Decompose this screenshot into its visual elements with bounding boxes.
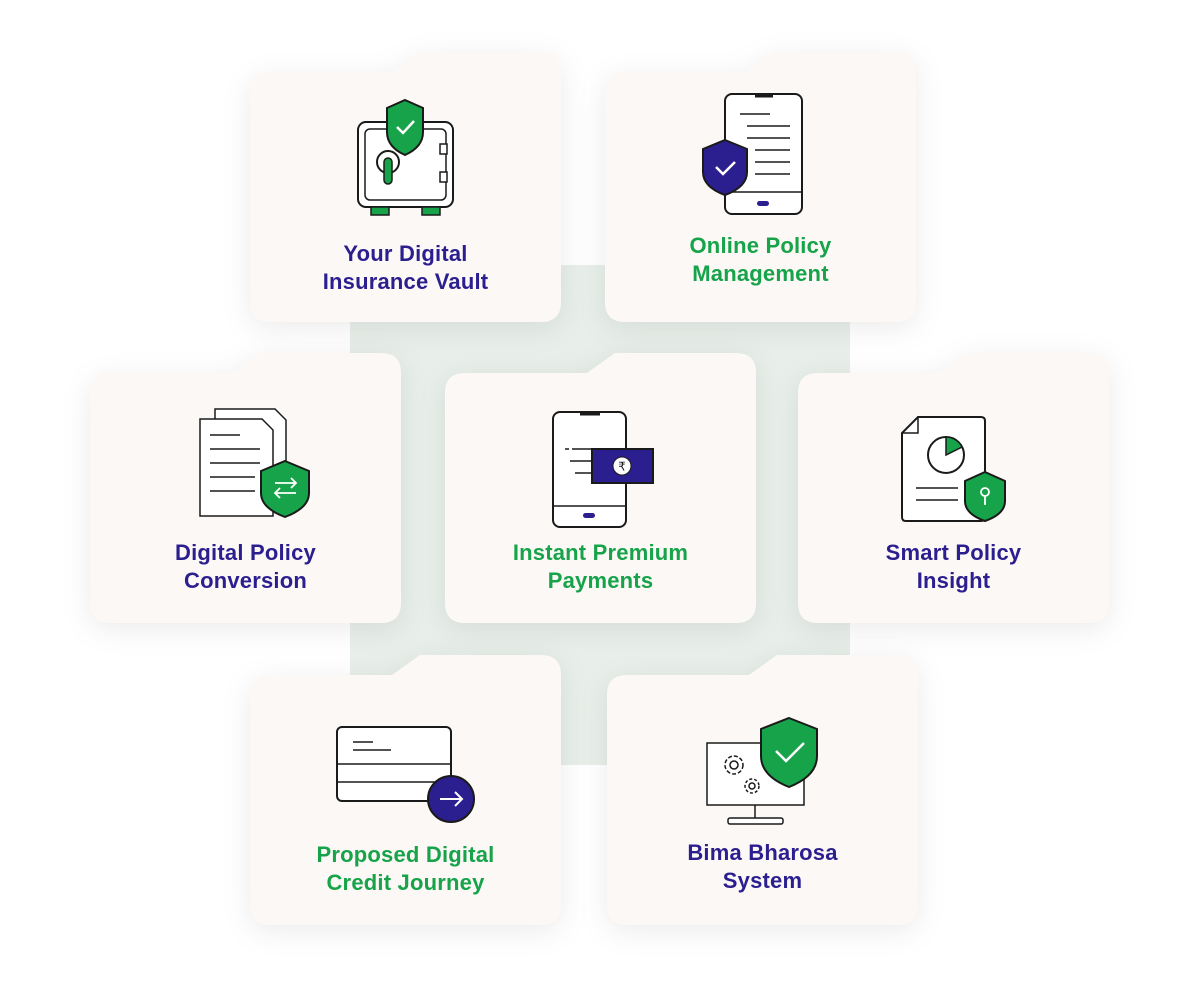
card-label: Proposed Digital Credit Journey: [260, 841, 551, 897]
card-label: Online Policy Management: [615, 232, 906, 288]
card-title-line2: Insight: [916, 568, 991, 593]
card-proposed-digital-credit-journey[interactable]: Proposed Digital Credit Journey: [250, 655, 561, 925]
vault-shield-icon: [357, 98, 454, 216]
card-label: Your Digital Insurance Vault: [260, 240, 551, 296]
card-label: Smart Policy Insight: [808, 539, 1099, 595]
card-online-policy-management[interactable]: Online Policy Management: [605, 52, 916, 322]
card-title-line1: Online Policy: [689, 233, 832, 258]
card-title-line2: System: [722, 868, 803, 893]
card-title-line1: Digital Policy: [175, 540, 316, 565]
card-title-line2: Insurance Vault: [322, 269, 489, 294]
report-chart-shield-icon: [901, 416, 1006, 523]
phone-policy-shield-icon: [702, 93, 803, 215]
card-title-line1: Bima Bharosa: [687, 840, 838, 865]
card-title-line2: Management: [692, 261, 829, 286]
documents-transfer-shield-icon: [199, 408, 310, 519]
card-title-line1: Smart Policy: [885, 540, 1022, 565]
monitor-gears-shield-icon: [706, 716, 818, 825]
card-title-line2: Credit Journey: [326, 870, 485, 895]
card-label: Instant Premium Payments: [455, 539, 746, 595]
card-title-line2: Conversion: [183, 568, 308, 593]
card-title-line1: Instant Premium: [512, 540, 689, 565]
card-title-line1: Your Digital: [343, 241, 468, 266]
card-digital-policy-conversion[interactable]: Digital Policy Conversion: [90, 353, 401, 623]
card-label: Digital Policy Conversion: [100, 539, 391, 595]
credit-card-arrow-icon: [336, 726, 475, 823]
svg-text:₹: ₹: [618, 460, 626, 474]
phone-rupee-payment-icon: ₹: [552, 411, 654, 528]
card-instant-premium-payments[interactable]: ₹ Instant Premium Payments: [445, 353, 756, 623]
card-digital-insurance-vault[interactable]: Your Digital Insurance Vault: [250, 52, 561, 322]
card-bima-bharosa-system[interactable]: Bima Bharosa System: [607, 655, 918, 925]
card-label: Bima Bharosa System: [617, 839, 908, 895]
card-title-line1: Proposed Digital: [316, 842, 495, 867]
card-smart-policy-insight[interactable]: Smart Policy Insight: [798, 353, 1109, 623]
card-title-line2: Payments: [547, 568, 654, 593]
